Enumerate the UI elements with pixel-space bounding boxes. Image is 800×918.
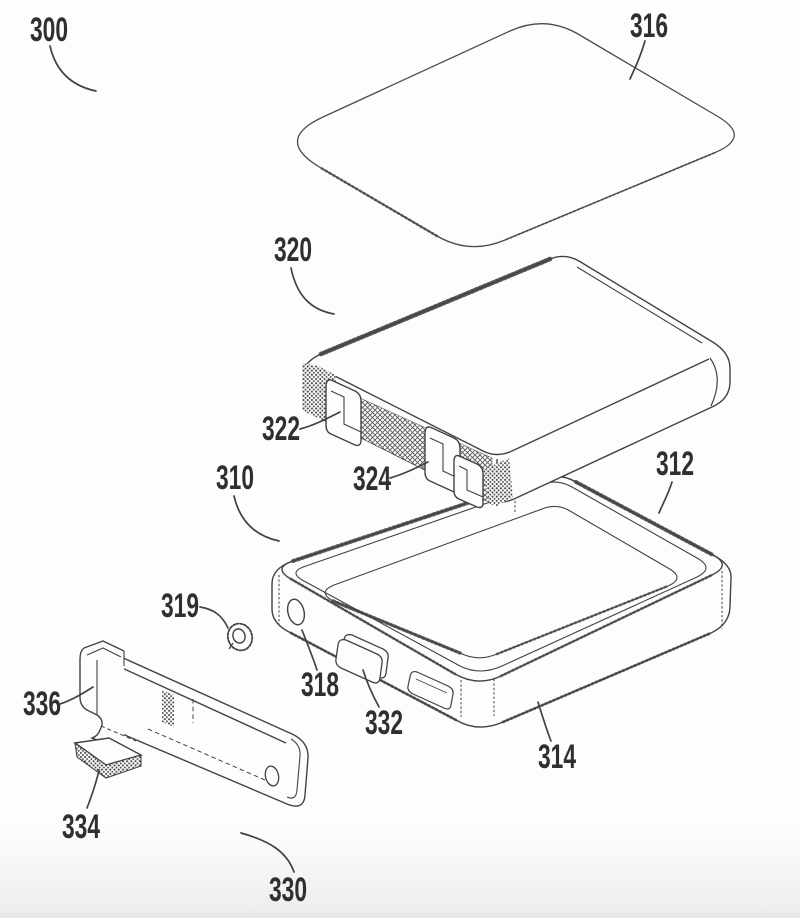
battery-tab-324-step <box>429 437 461 480</box>
tray-rim-outer <box>281 475 723 682</box>
bracket-hook-band <box>74 741 142 779</box>
top-cover-316 <box>296 23 735 248</box>
battery-tab-322-step <box>330 390 362 433</box>
bracket-clip-left-edge <box>79 647 98 716</box>
tray-floor-shading-2 <box>495 584 670 656</box>
leader-332 <box>362 669 380 708</box>
bracket-arm-top-edge <box>121 667 287 744</box>
tray-recess-inner <box>415 678 448 694</box>
ref-numeral-336: 336 <box>23 685 61 723</box>
tray-rim-shading-front <box>289 573 714 678</box>
bracket-arm-stipple <box>162 690 174 727</box>
reference-numerals: 300 316 320 322 324 310 312 319 318 332 … <box>23 7 694 909</box>
tray-button-front <box>335 638 383 684</box>
grommet-inner-ring <box>232 628 246 644</box>
tray-hole-318 <box>286 598 306 626</box>
leader-312 <box>658 481 673 514</box>
leader-314 <box>537 701 552 742</box>
ref-numeral-330: 330 <box>269 871 307 909</box>
battery-right-foot-stipple <box>483 458 513 505</box>
leader-318 <box>301 629 318 671</box>
bracket-clip-top <box>83 640 125 652</box>
leader-lines <box>49 40 673 873</box>
tray-floor-shading <box>331 599 462 655</box>
arrow-310 <box>233 495 280 541</box>
grommet-319 <box>226 622 254 652</box>
arrow-330 <box>240 833 295 873</box>
top-cover-edge-shading <box>319 166 439 238</box>
top-cover-edge-shading-2 <box>504 152 715 241</box>
leader-336 <box>59 686 94 705</box>
battery-320 <box>302 255 731 509</box>
leader-324 <box>389 461 429 479</box>
ref-numeral-324: 324 <box>353 460 391 498</box>
leader-319 <box>199 606 229 629</box>
ref-numeral-319: 319 <box>161 587 199 625</box>
tray-corner-edges <box>278 492 723 717</box>
bracket-clip-top-inner <box>86 647 122 658</box>
ref-numeral-322: 322 <box>262 410 300 448</box>
ref-numeral-316: 316 <box>630 7 668 45</box>
bracket-arm-hole <box>264 765 280 787</box>
leader-334 <box>86 769 100 809</box>
grommet-slit <box>228 642 234 650</box>
ref-numeral-314: 314 <box>538 738 576 776</box>
battery-right-cap <box>709 357 718 407</box>
tray-rim-shading-right <box>574 480 715 557</box>
bracket-arm-cap-inner <box>286 738 301 799</box>
bracket-arm-hidden-lines <box>147 699 266 781</box>
ref-numeral-310: 310 <box>216 459 254 497</box>
leader-322 <box>299 411 341 430</box>
bracket-arm-outline <box>112 656 309 807</box>
battery-top-face-edge <box>320 358 710 456</box>
grommet-outer-ring <box>226 622 254 652</box>
top-cover-outline <box>296 23 735 248</box>
battery-top-right-rim <box>576 266 703 344</box>
ref-numeral-318: 318 <box>301 666 339 704</box>
leader-316 <box>629 40 646 80</box>
tray-310 <box>271 475 732 728</box>
ref-numeral-300: 300 <box>30 11 68 49</box>
ref-numeral-334: 334 <box>62 808 100 846</box>
battery-top-edge-shading <box>318 256 553 357</box>
tray-rim-inner <box>295 481 707 672</box>
bracket-clip-step <box>89 714 103 742</box>
battery-tab-end-step <box>458 465 484 498</box>
bracket-hidden-line <box>100 725 137 742</box>
ref-numeral-320: 320 <box>274 231 312 269</box>
battery-tab-end <box>453 454 484 509</box>
tray-floor <box>324 505 678 659</box>
bracket-330 <box>68 640 309 807</box>
arrow-300 <box>49 45 97 91</box>
ref-numeral-312: 312 <box>656 445 694 483</box>
ref-numeral-332: 332 <box>365 704 403 742</box>
tray-recess <box>407 670 454 710</box>
arrow-320 <box>290 267 335 314</box>
